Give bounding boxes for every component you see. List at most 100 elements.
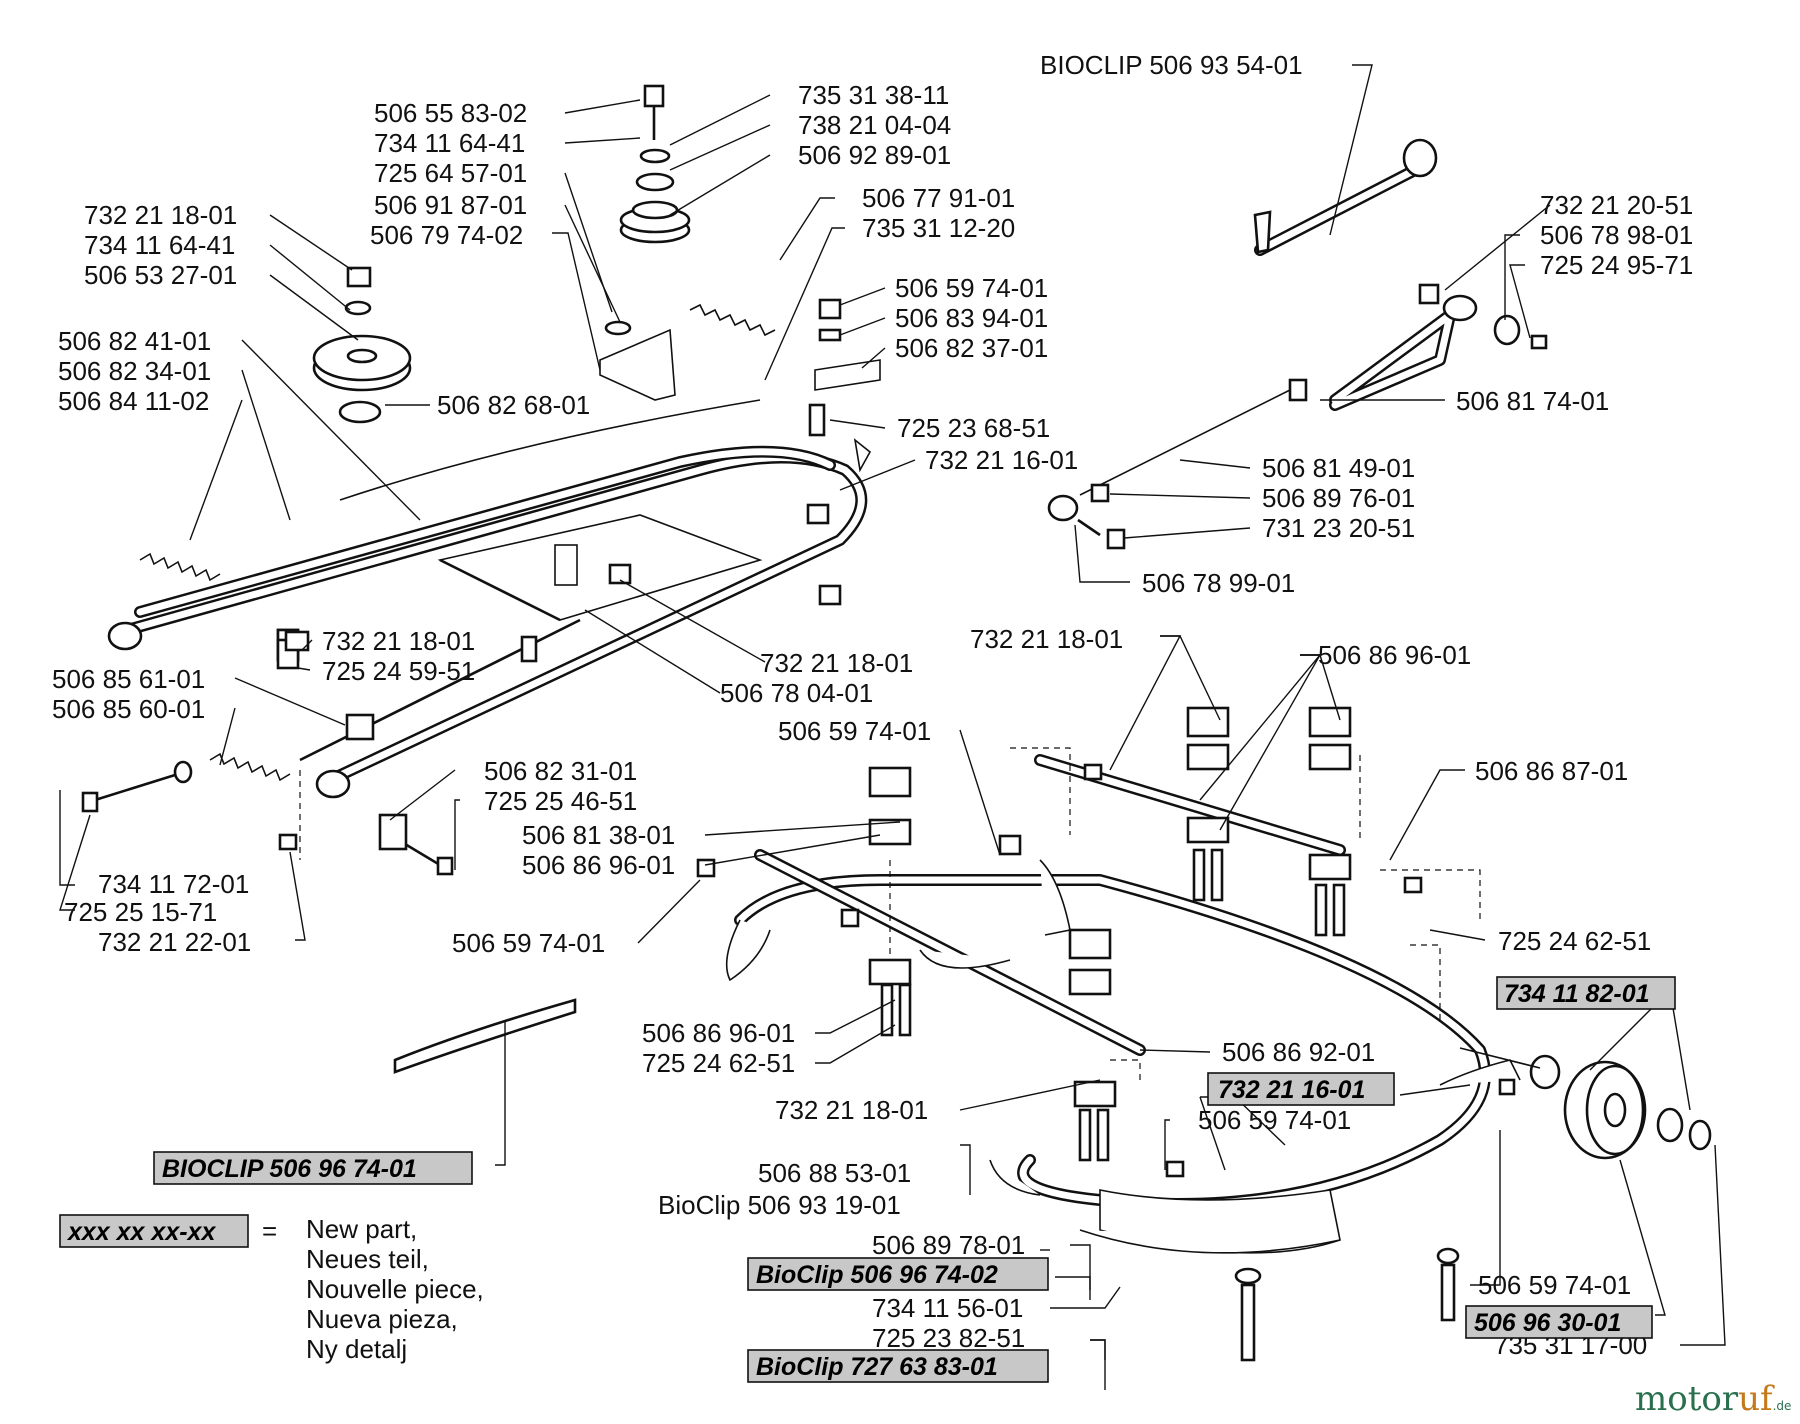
part-label: 506 91 87-01	[374, 190, 527, 220]
pulley-top	[619, 84, 691, 244]
part-label: 506 78 04-01	[720, 678, 873, 708]
deck-frame	[725, 754, 1521, 1254]
part-label: 732 21 22-01	[98, 927, 251, 957]
highlighted-labels: 734 11 82-01 732 21 16-01 BIOCLIP 506 96…	[153, 976, 1676, 1383]
watermark-part2: uf	[1738, 1379, 1775, 1419]
part-label: 725 64 57-01	[374, 158, 527, 188]
part-label: 506 59 74-01	[778, 716, 931, 746]
parts-drawing	[81, 84, 1712, 1362]
deck-wheel	[1459, 1047, 1712, 1160]
leader-lines	[59, 64, 1726, 1390]
part-label: 506 83 94-01	[895, 303, 1048, 333]
part-label: 506 86 96-01	[522, 850, 675, 880]
part-label: 738 21 04-04	[798, 110, 951, 140]
spring-lower	[209, 752, 291, 782]
bracket-top-right	[1253, 138, 1438, 256]
part-label: 731 23 20-51	[1262, 513, 1415, 543]
pulley-left	[312, 266, 412, 424]
spring-left	[139, 552, 221, 582]
part-label: 732 21 16-01	[925, 445, 1078, 475]
strut-a	[439, 558, 561, 622]
new-part-box	[153, 1151, 473, 1185]
part-labels: BIOCLIP 506 93 54-01 735 31 38-11 738 21…	[52, 50, 1693, 1360]
part-label: 506 59 74-01	[452, 928, 605, 958]
part-label: 506 59 74-01	[1478, 1270, 1631, 1300]
part-label: 725 24 59-51	[322, 656, 475, 686]
spring-top	[689, 303, 776, 337]
watermark-text: motoruf.de	[1635, 1379, 1791, 1419]
control-cable	[339, 399, 761, 501]
part-label: 506 86 96-01	[1318, 640, 1471, 670]
new-part-label: 734 11 82-01	[1504, 980, 1650, 1008]
part-label: 732 21 20-51	[1540, 190, 1693, 220]
part-label: 506 81 74-01	[1456, 386, 1609, 416]
part-label: 506 77 91-01	[862, 183, 1015, 213]
watermark-logo: motoruf.de	[1635, 1379, 1791, 1419]
part-label: 506 82 68-01	[437, 390, 590, 420]
part-label: 734 11 64-41	[84, 230, 235, 260]
legend-sample-box	[59, 1214, 249, 1248]
bracket-clip	[554, 544, 578, 586]
watermark-suffix: .de	[1773, 1399, 1792, 1413]
part-label: 506 85 61-01	[52, 664, 205, 694]
part-label: 732 21 18-01	[760, 648, 913, 678]
legend: xxx xx xx-xx = New part, Neues teil, Nou…	[59, 1214, 484, 1364]
part-label: 725 24 62-51	[1498, 926, 1651, 956]
legend-line: Neues teil,	[306, 1244, 429, 1274]
new-part-box	[747, 1349, 1049, 1383]
new-part-box	[1465, 1305, 1653, 1339]
lever-assembly-right	[1047, 283, 1548, 550]
part-label: 506 88 53-01	[758, 1158, 911, 1188]
u-frame-tube	[107, 445, 868, 799]
part-label: 506 85 60-01	[52, 694, 205, 724]
part-label: 506 53 27-01	[84, 260, 237, 290]
part-label: 506 59 74-01	[895, 273, 1048, 303]
alignment-lines	[299, 747, 1481, 1085]
legend-line: Nouvelle piece,	[306, 1274, 484, 1304]
part-label: 506 78 99-01	[1142, 568, 1295, 598]
new-part-box	[747, 1257, 1049, 1291]
part-label: 506 82 37-01	[895, 333, 1048, 363]
idler-arm	[599, 328, 676, 401]
part-label: 735 31 12-20	[862, 213, 1015, 243]
new-part-label: BioClip 506 96 74-02	[756, 1261, 998, 1289]
part-label: 506 86 96-01	[642, 1018, 795, 1048]
bolts-left	[81, 298, 881, 876]
legend-equals: =	[262, 1216, 277, 1246]
part-label: 506 82 34-01	[58, 356, 211, 386]
part-label: 506 81 38-01	[522, 820, 675, 850]
part-label: 725 25 15-71	[64, 897, 217, 927]
legend-sample: xxx xx xx-xx	[66, 1218, 216, 1246]
part-label: 734 11 64-41	[374, 128, 525, 158]
part-label: 732 21 18-01	[775, 1095, 928, 1125]
part-label: 506 86 92-01	[1222, 1037, 1375, 1067]
part-label: 725 24 95-71	[1540, 250, 1693, 280]
part-label: 732 21 18-01	[322, 626, 475, 656]
part-label: 506 79 74-02	[370, 220, 523, 250]
part-label: 725 25 46-51	[484, 786, 637, 816]
new-part-box	[1207, 1072, 1395, 1106]
washer	[604, 320, 632, 336]
deck-clamps	[696, 706, 1516, 1362]
part-label: 725 24 62-51	[642, 1048, 795, 1078]
watermark-part1: motor	[1635, 1379, 1739, 1419]
part-label: 735 31 38-11	[798, 80, 949, 110]
part-label: BIOCLIP 506 93 54-01	[1040, 50, 1303, 80]
part-label: 734 11 56-01	[872, 1293, 1023, 1323]
part-label: 506 59 74-01	[1198, 1105, 1351, 1135]
part-label: 725 23 82-51	[872, 1323, 1025, 1353]
new-part-label: BIOCLIP 506 96 74-01	[162, 1155, 417, 1183]
part-label: 725 23 68-51	[897, 413, 1050, 443]
bioclip-strap	[393, 998, 577, 1074]
legend-line: New part,	[306, 1214, 417, 1244]
legend-line: Nueva pieza,	[306, 1304, 458, 1334]
part-label: 506 78 98-01	[1540, 220, 1693, 250]
part-label: 506 82 41-01	[58, 326, 211, 356]
new-part-label: 506 96 30-01	[1474, 1309, 1621, 1337]
legend-line: Ny detalj	[306, 1334, 407, 1364]
part-label: 506 92 89-01	[798, 140, 951, 170]
part-label: 506 82 31-01	[484, 756, 637, 786]
part-label: 506 86 87-01	[1475, 756, 1628, 786]
